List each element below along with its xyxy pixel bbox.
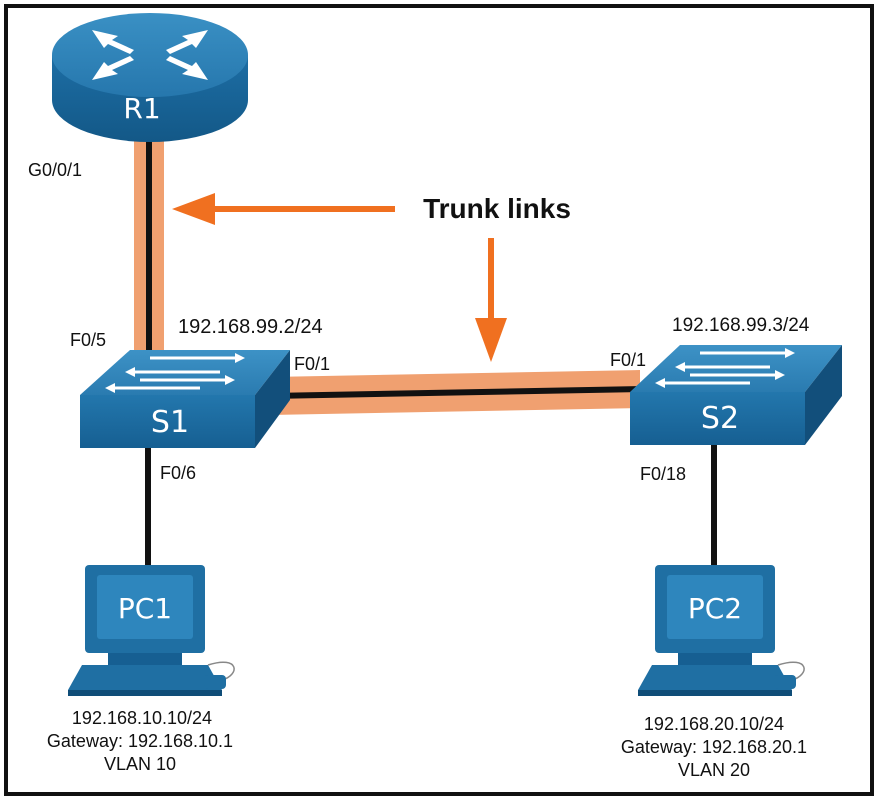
- switch-arrows-icon: [655, 348, 795, 388]
- switch-icon: [630, 345, 842, 445]
- switch-icon: [80, 350, 290, 448]
- pc2-gateway-label: Gateway: 192.168.20.1: [621, 737, 807, 757]
- router-arrows-icon: [92, 30, 208, 80]
- s2-ip-label: 192.168.99.3/24: [672, 315, 810, 336]
- arrow-down-icon: [475, 238, 507, 362]
- s1-port-up-label: F0/5: [70, 330, 106, 350]
- pc2-ip-label: 192.168.20.10/24: [644, 714, 784, 734]
- pc2-vlan-label: VLAN 20: [678, 760, 750, 780]
- pc-icon: [68, 565, 235, 696]
- pc1-vlan-label: VLAN 10: [104, 754, 176, 774]
- pc1-ip-label: 192.168.10.10/24: [72, 708, 212, 728]
- trunk-link-s1-s2: [270, 370, 640, 415]
- router-port-label: G0/0/1: [28, 160, 82, 180]
- arrow-left-icon: [172, 193, 395, 225]
- trunk-links-label: Trunk links: [423, 193, 571, 224]
- s1-ip-label: 192.168.99.2/24: [178, 316, 323, 338]
- switch2-name: S2: [701, 401, 739, 436]
- s2-port-down-label: F0/18: [640, 464, 686, 484]
- s1-port-trunk-label: F0/1: [294, 354, 330, 374]
- access-link-s2-pc2: [711, 440, 717, 568]
- switch-arrows-icon: [105, 353, 245, 393]
- s2-port-trunk-label: F0/1: [610, 350, 646, 370]
- router-icon: [52, 13, 248, 142]
- pc1-gateway-label: Gateway: 192.168.10.1: [47, 731, 233, 751]
- pc2-name: PC2: [688, 592, 742, 625]
- access-link-s1-pc1: [145, 445, 151, 573]
- router-name: R1: [123, 92, 160, 125]
- trunk-link-r1-s1: [134, 135, 164, 360]
- s1-port-down-label: F0/6: [160, 463, 196, 483]
- pc-icon: [638, 565, 805, 696]
- switch1-name: S1: [151, 405, 189, 440]
- pc1-name: PC1: [118, 592, 172, 625]
